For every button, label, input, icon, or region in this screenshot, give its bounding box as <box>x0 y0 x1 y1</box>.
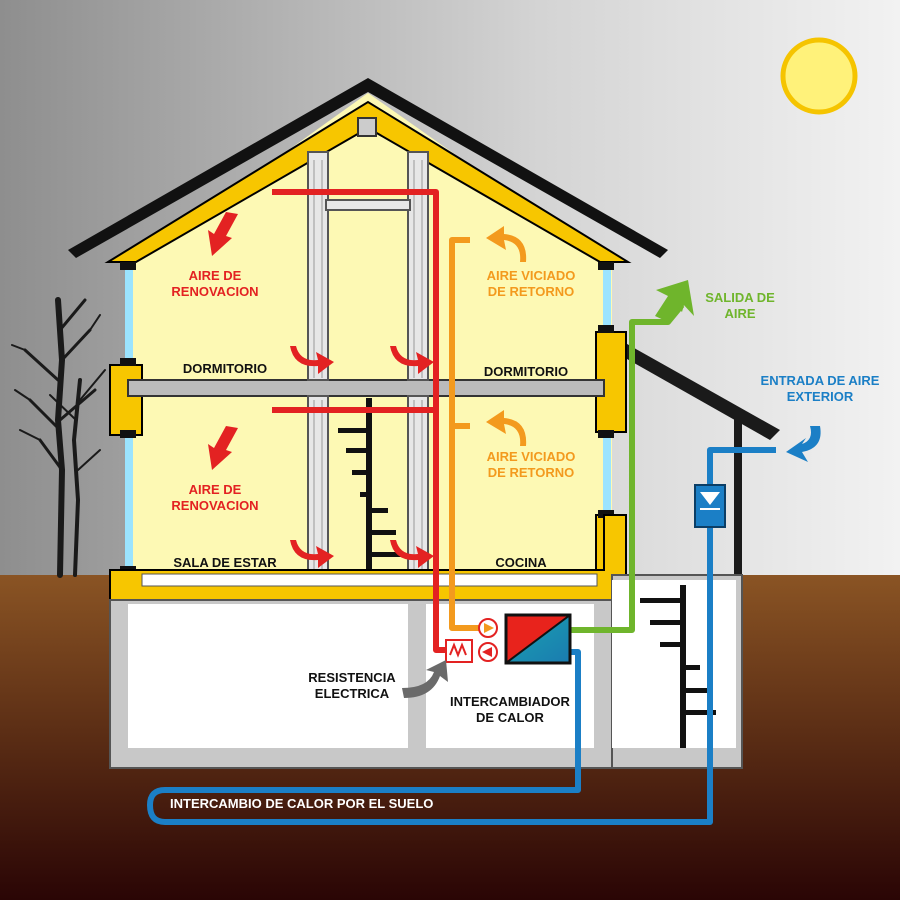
house-interior <box>128 93 612 575</box>
entrada-de-aire-label: ENTRADA DE AIRE EXTERIOR <box>760 373 880 404</box>
roof-vent <box>357 117 377 137</box>
aire-viciado-bottom-label: AIRE VICIADO DE RETORNO <box>486 449 576 480</box>
aire-renovacion-top-label: AIRE DE RENOVACION <box>171 268 259 299</box>
shed-post <box>734 410 742 575</box>
intermediate-floor <box>127 379 605 397</box>
columns <box>307 151 429 573</box>
room-dormitorio-left: DORMITORIO <box>182 361 268 376</box>
staircase <box>338 398 404 572</box>
room-dormitorio-right: DORMITORIO <box>483 364 569 379</box>
left-window-bottom <box>125 438 133 566</box>
aire-viciado-top-label: AIRE VICIADO DE RETORNO <box>486 268 576 299</box>
exhaust-arrow-icon <box>655 280 694 322</box>
outdoor-duct <box>147 447 776 825</box>
right-window-bottom <box>603 438 611 514</box>
room-sala-de-estar: SALA DE ESTAR <box>173 555 277 570</box>
resistencia-arrow-icon <box>402 660 448 698</box>
room-cocina: COCINA <box>495 555 547 570</box>
right-window-top <box>603 268 611 328</box>
outdoor-arrow-icon <box>786 426 821 462</box>
wall-insul-left <box>109 364 143 436</box>
tree-icon <box>11 297 106 578</box>
left-window-top <box>125 268 133 360</box>
supply-arrows <box>208 212 434 568</box>
return-arrows <box>486 226 527 446</box>
filter-box <box>694 484 726 528</box>
return-duct <box>449 237 482 631</box>
sun-icon <box>780 37 858 115</box>
aire-renovacion-bottom-label: AIRE DE RENOVACION <box>171 482 259 513</box>
basement-staircase <box>640 585 716 748</box>
resistencia-label: RESISTENCIA ELECTRICA <box>308 670 396 701</box>
salida-de-aire-label: SALIDA DE AIRE <box>705 290 775 321</box>
intercambiador-label: INTERCAMBIADOR DE CALOR <box>450 694 570 725</box>
intercambio-suelo-label: INTERCAMBIO DE CALOR POR EL SUELO <box>170 796 434 811</box>
exhaust-duct <box>570 303 685 633</box>
